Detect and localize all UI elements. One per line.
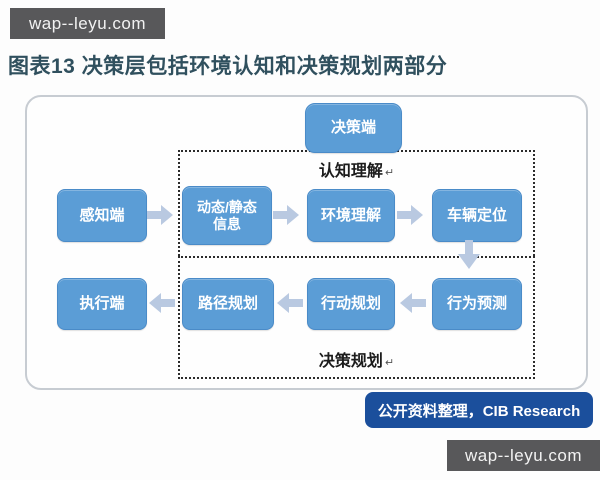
node-label: 行为预测 xyxy=(446,295,507,313)
node-dynamic-static-info: 动态/静态 信息 xyxy=(182,186,272,245)
arrow-right-icon xyxy=(273,204,300,226)
node-behavior-prediction: 行为预测 xyxy=(432,278,522,330)
planning-section-label: 决策规划↵ xyxy=(178,347,535,371)
arrow-down-icon xyxy=(457,240,481,270)
node-path-planning: 路径规划 xyxy=(182,278,274,330)
arrow-right-icon xyxy=(147,204,174,226)
return-mark-icon: ↵ xyxy=(384,357,395,369)
node-decision-end: 决策端 xyxy=(305,103,402,153)
node-label: 车辆定位 xyxy=(446,206,507,224)
cognition-label-text: 认知理解 xyxy=(318,163,383,180)
watermark-bottom-text: wap--leyu.com xyxy=(464,445,583,465)
source-note-text: 公开资料整理，CIB Research xyxy=(377,402,581,420)
planning-section-border xyxy=(178,256,535,379)
watermark-top-text: wap--leyu.com xyxy=(28,13,147,33)
node-label: 行动规划 xyxy=(320,295,381,313)
return-mark-icon: ↵ xyxy=(384,167,395,179)
arrow-left-icon xyxy=(148,292,175,314)
node-label: 执行端 xyxy=(79,295,125,313)
node-label: 环境理解 xyxy=(320,206,381,224)
source-note-bar: 公开资料整理，CIB Research xyxy=(365,392,593,428)
node-environment-understanding: 环境理解 xyxy=(307,189,395,242)
node-label: 动态/静态 信息 xyxy=(197,199,257,231)
watermark-bottom: wap--leyu.com xyxy=(447,440,600,471)
node-label: 路径规划 xyxy=(197,295,258,313)
node-vehicle-localization: 车辆定位 xyxy=(432,189,522,242)
arrow-right-icon xyxy=(397,204,424,226)
figure-title: 图表13 决策层包括环境认知和决策规划两部分 xyxy=(8,55,448,78)
arrow-left-icon xyxy=(276,292,303,314)
cognition-section-label: 认知理解↵ xyxy=(178,157,535,181)
node-label-line1: 动态/静态 xyxy=(197,199,257,216)
node-label: 感知端 xyxy=(79,206,125,224)
planning-label-text: 决策规划 xyxy=(318,353,383,370)
node-perception-end: 感知端 xyxy=(57,189,147,242)
node-action-planning: 行动规划 xyxy=(307,278,395,330)
watermark-top: wap--leyu.com xyxy=(10,8,165,39)
node-label-line2: 信息 xyxy=(212,215,241,232)
node-label: 决策端 xyxy=(330,119,376,137)
arrow-left-icon xyxy=(399,292,426,314)
node-execution-end: 执行端 xyxy=(57,278,147,330)
